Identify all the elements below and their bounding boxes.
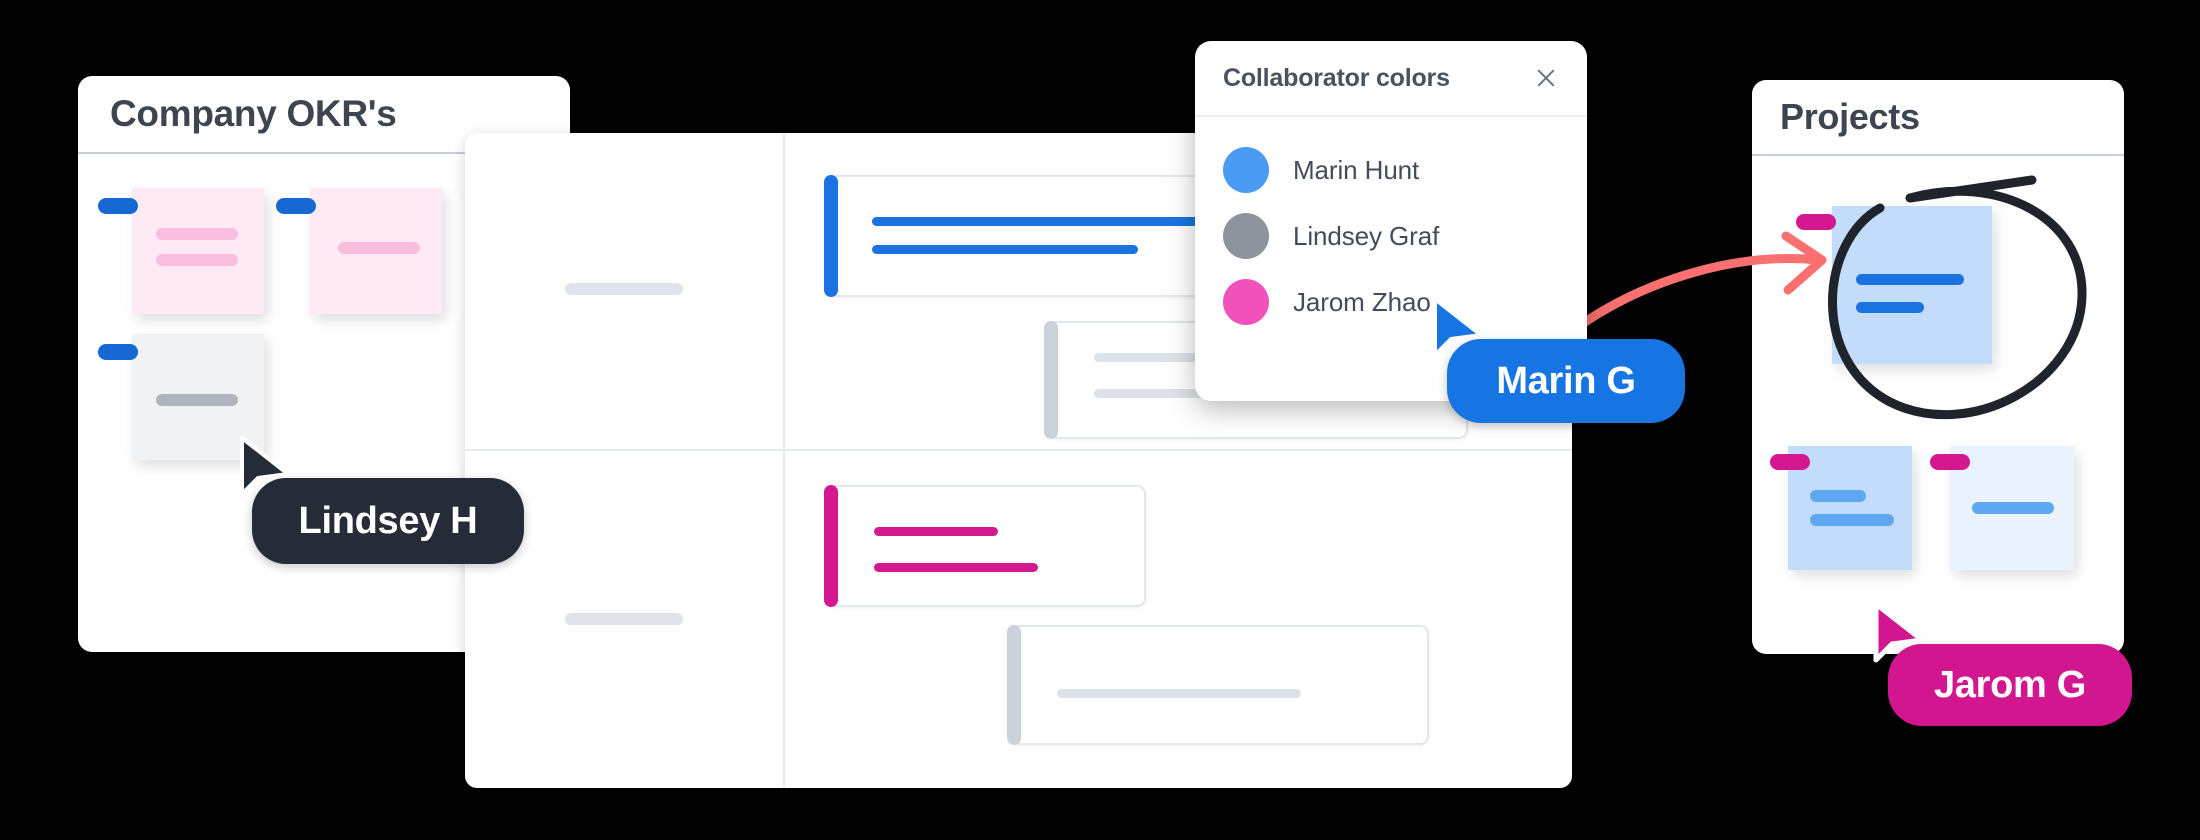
grid-item-magenta-line-2 — [874, 563, 1038, 572]
collaborator-row[interactable]: Jarom Zhao — [1195, 269, 1587, 335]
grid-item-magenta-accent — [824, 485, 838, 607]
project-card-highlighted-tag[interactable] — [1796, 214, 1836, 230]
cursor-pointer-icon — [240, 436, 290, 496]
okr-card-1-tag[interactable] — [98, 198, 138, 214]
okr-card-1-line-2 — [156, 254, 238, 266]
grid-item-magenta-line-1 — [874, 527, 998, 536]
project-card-2-line-1 — [1810, 490, 1866, 502]
grid-row-2-label-placeholder — [565, 613, 683, 625]
okr-card-2-tag[interactable] — [276, 198, 316, 214]
project-card-highlighted-line-1 — [1856, 274, 1964, 285]
okr-card-2[interactable] — [310, 188, 442, 314]
grid-item-grey-2-accent — [1007, 625, 1021, 745]
project-card-3[interactable] — [1950, 446, 2074, 570]
collaborator-row[interactable]: Lindsey Graf — [1195, 203, 1587, 269]
project-card-2[interactable] — [1788, 446, 1912, 570]
project-card-2-line-2 — [1810, 514, 1894, 526]
project-card-2-tag[interactable] — [1770, 454, 1810, 470]
collaborator-list: Marin Hunt Lindsey Graf Jarom Zhao — [1195, 117, 1587, 335]
collaborator-color-swatch[interactable] — [1223, 147, 1269, 193]
okr-card-2-line-1 — [338, 242, 420, 254]
grid-column-divider — [783, 133, 785, 788]
popup-header: Collaborator colors — [1195, 41, 1587, 117]
project-card-3-line-1 — [1972, 502, 2054, 514]
grid-item-grey-2-line-1 — [1057, 689, 1301, 698]
grid-item-blue-accent — [824, 175, 838, 297]
grid-item-grey-1-accent — [1044, 321, 1058, 439]
grid-item-blue-line-2 — [872, 245, 1138, 254]
collaborator-name: Marin Hunt — [1293, 154, 1420, 185]
projects-title: Projects — [1780, 96, 1920, 137]
grid-item-magenta[interactable] — [824, 485, 1146, 607]
projects-header: Projects — [1752, 80, 2124, 156]
grid-row-divider — [465, 449, 1572, 451]
collaborator-row[interactable]: Marin Hunt — [1195, 137, 1587, 203]
collaborator-color-swatch[interactable] — [1223, 213, 1269, 259]
cursor-pointer-icon — [1433, 297, 1483, 357]
project-card-highlighted[interactable] — [1832, 206, 1992, 364]
okr-card-3-line-1 — [156, 394, 238, 406]
cursor-pointer-icon — [1873, 601, 1925, 663]
collaborator-name: Lindsey Graf — [1293, 220, 1440, 251]
company-okrs-header: Company OKR's — [78, 76, 570, 154]
close-icon[interactable] — [1531, 63, 1561, 93]
grid-item-blue-line-1 — [872, 217, 1210, 226]
grid-item-grey-2[interactable] — [1007, 625, 1429, 745]
cursor-label-jarom: Jarom G — [1888, 644, 2132, 726]
grid-row-1-label-placeholder — [565, 283, 683, 295]
collaborator-name: Jarom Zhao — [1293, 286, 1431, 317]
okr-card-1-line-1 — [156, 228, 238, 240]
cursor-label-marin: Marin G — [1447, 339, 1685, 423]
okr-card-1[interactable] — [132, 188, 264, 314]
project-card-3-tag[interactable] — [1930, 454, 1970, 470]
okr-card-3-tag[interactable] — [98, 344, 138, 360]
project-card-highlighted-line-2 — [1856, 302, 1924, 313]
popup-title: Collaborator colors — [1223, 63, 1450, 92]
collaborator-color-swatch[interactable] — [1223, 279, 1269, 325]
cursor-label-lindsey: Lindsey H — [252, 478, 524, 564]
grid-item-grey-1-line-2 — [1094, 389, 1280, 398]
projects-panel: Projects — [1752, 80, 2124, 654]
grid-item-blue[interactable] — [824, 175, 1248, 297]
page-title: Company OKR's — [110, 93, 397, 134]
